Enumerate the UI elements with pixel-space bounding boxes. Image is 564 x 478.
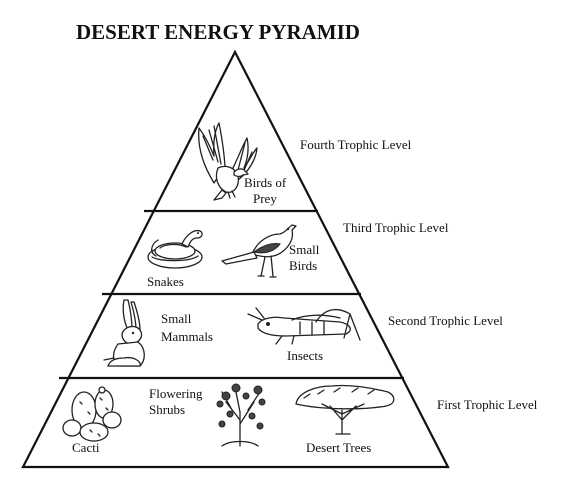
label-prey: Prey [253, 191, 277, 206]
level-label-first: First Trophic Level [437, 397, 538, 412]
label-snakes: Snakes [147, 274, 184, 289]
label-cacti: Cacti [72, 440, 100, 455]
cactus-icon [62, 386, 122, 442]
snake-icon [147, 229, 203, 269]
label-flowering-shrubs-1: Flowering [149, 386, 203, 401]
small-bird-icon [221, 224, 297, 278]
label-small-mammals-1: Small [161, 311, 192, 326]
label-small-birds-2: Birds [289, 258, 317, 273]
label-desert-trees: Desert Trees [306, 440, 371, 455]
level-label-second: Second Trophic Level [388, 313, 503, 328]
level-label-fourth: Fourth Trophic Level [300, 137, 412, 152]
insect-icon [247, 307, 361, 345]
diagram-title: DESERT ENERGY PYRAMID [76, 20, 360, 44]
bird-of-prey-icon [198, 122, 258, 201]
level-label-third: Third Trophic Level [343, 220, 449, 235]
shrub-icon [216, 383, 266, 447]
label-small-mammals-2: Mammals [161, 329, 213, 344]
label-flowering-shrubs-2: Shrubs [149, 402, 185, 417]
label-small-birds-1: Small [289, 242, 320, 257]
rabbit-icon [103, 299, 145, 367]
desert-tree-icon [295, 384, 395, 435]
label-insects: Insects [287, 348, 323, 363]
label-birds-of: Birds of [244, 175, 287, 190]
